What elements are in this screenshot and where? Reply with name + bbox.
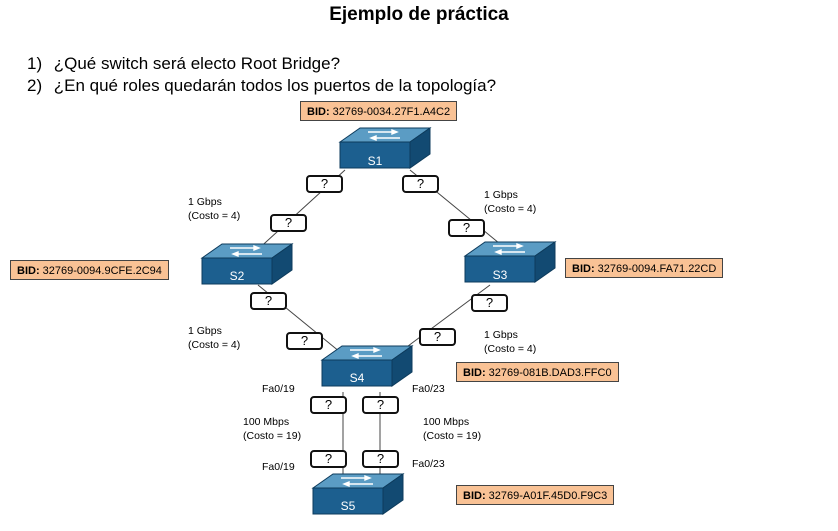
bid-label: BID: [307, 106, 330, 118]
link-cost: (Costo = 4) [188, 339, 241, 351]
switch-s5-name: S5 [340, 499, 356, 513]
port-role-s5-fa019[interactable]: ? [310, 450, 347, 468]
page-title: Ejemplo de práctica [329, 4, 509, 25]
bid-box-s1: BID: 32769-0034.27F1.A4C2 [300, 101, 458, 121]
bid-label: BID: [17, 265, 40, 277]
port-label-s4-fa019: Fa0/19 [262, 383, 295, 395]
bid-label: BID: [463, 490, 486, 502]
port-label-s5-fa023: Fa0/23 [412, 458, 445, 470]
port-role-s4-to-s3[interactable]: ? [419, 328, 456, 346]
bid-label: BID: [572, 263, 595, 275]
switch-s3-name: S3 [492, 268, 508, 282]
link-speed: 1 Gbps [188, 196, 222, 208]
port-role-s1-to-s2[interactable]: ? [306, 175, 343, 193]
port-role-s3-to-s1[interactable]: ? [448, 219, 485, 237]
port-role-s4-fa019[interactable]: ? [310, 396, 347, 414]
link-label-s3-s4: 1 Gbps (Costo = 4) [484, 328, 536, 356]
link-label-s1-s3: 1 Gbps (Costo = 4) [484, 188, 536, 216]
bid-value: 32769-081B.DAD3.FFC0 [488, 367, 612, 379]
bid-box-s2: BID: 32769-0094.9CFE.2C94 [10, 260, 169, 280]
link-cost: (Costo = 19) [243, 430, 302, 442]
question-1: 1) ¿Qué switch será electo Root Bridge? [27, 54, 340, 74]
bid-box-s3: BID: 32769-0094.FA71.22CD [565, 258, 724, 278]
bid-value: 32769-0094.FA71.22CD [597, 263, 717, 275]
link-speed: 100 Mbps [243, 416, 290, 428]
bid-value: 32769-0034.27F1.A4C2 [332, 106, 451, 118]
question-1-number: 1) [27, 54, 43, 73]
port-role-s2-to-s1[interactable]: ? [270, 214, 307, 232]
link-label-s2-s4: 1 Gbps (Costo = 4) [188, 324, 240, 352]
bid-value: 32769-0094.9CFE.2C94 [42, 265, 162, 277]
port-role-s4-fa023[interactable]: ? [362, 396, 399, 414]
port-label-s4-fa023: Fa0/23 [412, 383, 445, 395]
port-role-s2-to-s4[interactable]: ? [250, 292, 287, 310]
link-speed: 1 Gbps [188, 325, 222, 337]
link-cost: (Costo = 4) [484, 343, 537, 355]
question-2-text: ¿En qué roles quedarán todos los puertos… [53, 76, 497, 95]
question-2: 2) ¿En qué roles quedarán todos los puer… [27, 76, 496, 96]
link-label-s1-s2: 1 Gbps (Costo = 4) [188, 195, 240, 223]
link-label-s4-s5-b: 100 Mbps (Costo = 19) [423, 415, 481, 443]
bid-value: 32769-A01F.45D0.F9C3 [488, 490, 608, 502]
bid-box-s4: BID: 32769-081B.DAD3.FFC0 [456, 362, 619, 382]
question-1-text: ¿Qué switch será electo Root Bridge? [53, 54, 341, 73]
switch-s2-name: S2 [229, 269, 245, 283]
bid-label: BID: [463, 367, 486, 379]
port-role-s3-to-s4[interactable]: ? [471, 294, 508, 312]
port-label-s5-fa019: Fa0/19 [262, 461, 295, 473]
switch-s1-name: S1 [367, 154, 383, 168]
link-speed: 1 Gbps [484, 329, 518, 341]
question-2-number: 2) [27, 76, 43, 95]
bid-box-s5: BID: 32769-A01F.45D0.F9C3 [456, 485, 615, 505]
switch-s4-name: S4 [349, 371, 365, 385]
link-speed: 100 Mbps [423, 416, 470, 428]
link-cost: (Costo = 4) [188, 210, 241, 222]
link-cost: (Costo = 4) [484, 203, 537, 215]
port-role-s1-to-s3[interactable]: ? [402, 175, 439, 193]
link-cost: (Costo = 19) [423, 430, 482, 442]
port-role-s4-to-s2[interactable]: ? [286, 332, 323, 350]
link-label-s4-s5-a: 100 Mbps (Costo = 19) [243, 415, 301, 443]
link-speed: 1 Gbps [484, 189, 518, 201]
port-role-s5-fa023[interactable]: ? [362, 450, 399, 468]
